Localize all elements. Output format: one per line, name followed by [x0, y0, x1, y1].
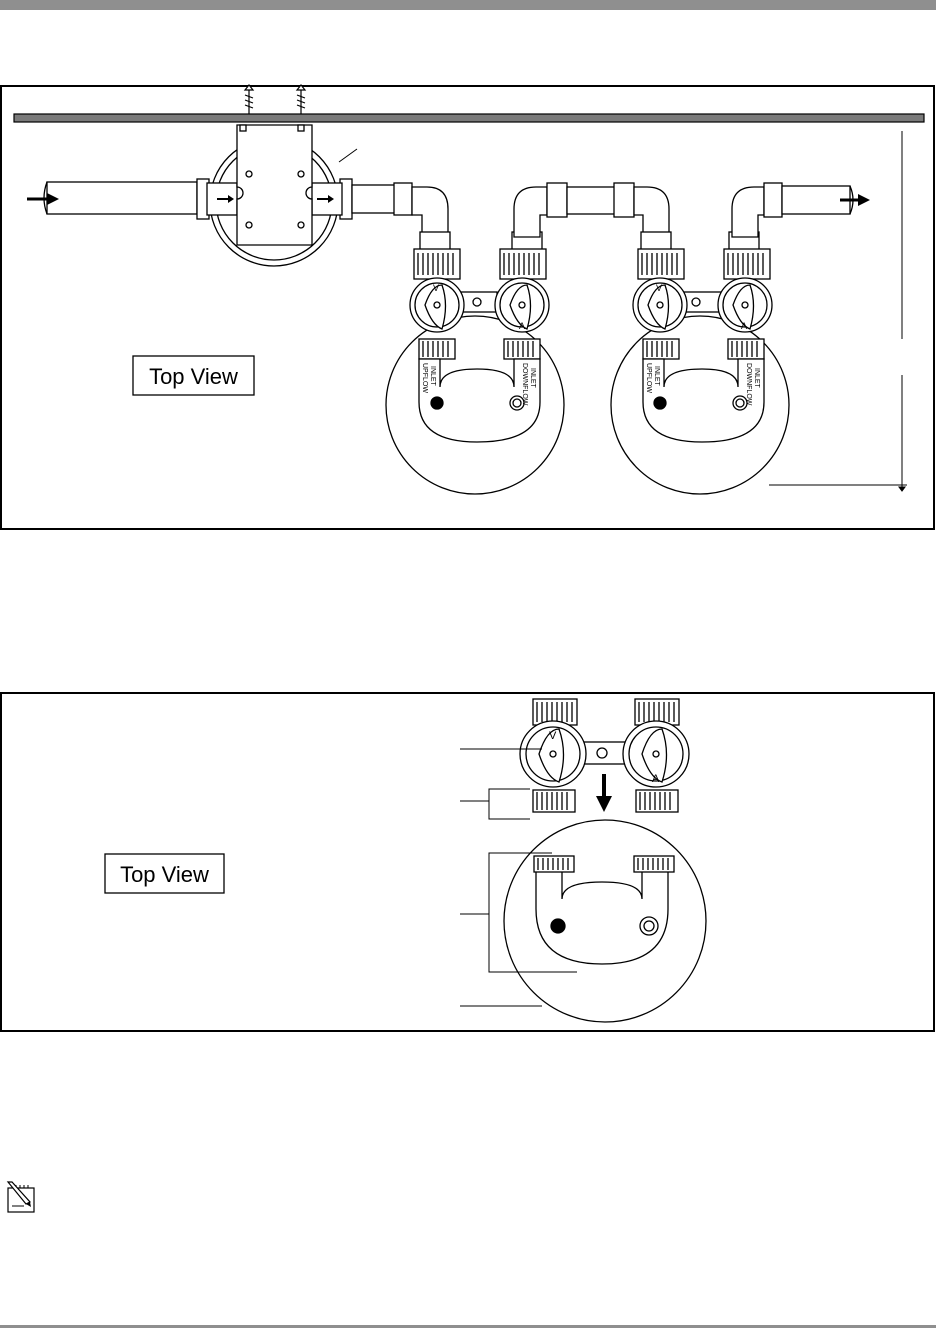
filter-housing: [196, 124, 353, 267]
view-label: Top View: [149, 364, 238, 389]
bypass-valve-assembly: [519, 698, 690, 813]
view-label: Top View: [120, 862, 209, 887]
flow-arrow-icon: [317, 195, 334, 203]
view-label-box: [132, 355, 255, 396]
header-rule: [0, 0, 936, 10]
crossover-pipe: [511, 182, 672, 251]
softener-valve-unit: [610, 248, 790, 495]
note-pencil-icon: [6, 1181, 35, 1213]
valve-assembly-top-view: V A Top View: [0, 692, 935, 1032]
inlet-label: INLET: [753, 368, 760, 389]
leader-line: [338, 148, 358, 163]
resin-tank-top: [503, 819, 707, 1023]
valve-assembly-svg: V A Top View: [104, 698, 707, 1023]
inlet-pipe: [43, 181, 198, 215]
installation-diagram-top-view: V A V A UPFLOW INLET DOWNFLOW INLET UPFL…: [0, 84, 935, 530]
valve-letter: V: [433, 283, 439, 293]
threaded-nut: [499, 248, 547, 280]
downflow-label: DOWNFLOW: [521, 363, 528, 406]
screw-icon: [243, 84, 255, 114]
threaded-nut: [723, 248, 771, 280]
valve-letter: V: [656, 283, 662, 293]
downflow-label: DOWNFLOW: [745, 363, 752, 406]
inlet-label: INLET: [429, 366, 436, 387]
valve-letter: V: [549, 730, 557, 742]
footer-rule: [0, 1325, 936, 1328]
outlet-pipe: [728, 182, 854, 251]
mounting-wall: [13, 113, 925, 123]
valve-letter: A: [652, 773, 660, 785]
threaded-nut: [413, 248, 461, 280]
outlet-arrow-icon: [840, 194, 870, 206]
inlet-label: INLET: [529, 368, 536, 389]
down-arrow-icon: [596, 774, 612, 812]
flow-arrow-icon: [217, 195, 234, 203]
connecting-pipe: [351, 182, 451, 251]
softener-valve-unit: [385, 248, 565, 495]
dimension-line: [769, 131, 907, 492]
inlet-arrow-icon: [27, 193, 59, 205]
view-label-box: [104, 853, 225, 894]
inlet-label: INLET: [653, 366, 660, 387]
installation-diagram-svg: V A V A UPFLOW INLET DOWNFLOW INLET UPFL…: [13, 84, 925, 495]
valve-letter: A: [741, 321, 747, 331]
upflow-label: UPFLOW: [645, 363, 652, 393]
callout-leaders: [460, 748, 577, 1007]
upflow-label: UPFLOW: [421, 363, 428, 393]
threaded-nut: [637, 248, 685, 280]
screw-icon: [295, 84, 307, 114]
valve-letter: A: [519, 321, 525, 331]
